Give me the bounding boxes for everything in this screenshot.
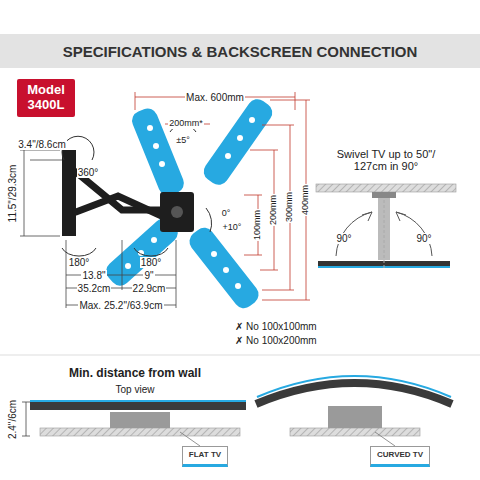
divider bbox=[0, 355, 480, 356]
node-text: Model 3400L bbox=[23, 83, 69, 113]
dimension-label: 2.4"/6cm bbox=[8, 398, 19, 439]
swing-arm bbox=[76, 172, 168, 218]
dimension-lines bbox=[20, 150, 176, 308]
spec-label: 180° bbox=[68, 257, 91, 268]
spec-label: Max. 600mm bbox=[185, 92, 245, 103]
header-title: SPECIFICATIONS & BACKSCREEN CONNECTION bbox=[63, 43, 418, 60]
curved-tv-tag: CURVED TV bbox=[370, 446, 430, 467]
header-band bbox=[0, 34, 480, 68]
spec-label: 90° bbox=[415, 233, 432, 244]
curved-tv-topview bbox=[256, 376, 452, 436]
dimension-label: 400mm bbox=[301, 184, 311, 216]
spec-label: ✗ No 100x200mm bbox=[234, 335, 317, 346]
node-text: FLAT TV bbox=[189, 450, 221, 459]
spec-label: 360° bbox=[77, 167, 100, 178]
dimension-label: 100mm bbox=[253, 209, 263, 241]
dimension-label: 11.5"/29.3cm bbox=[8, 163, 19, 223]
spec-label: Top view bbox=[115, 384, 156, 395]
spec-label: 200mm* bbox=[168, 119, 204, 129]
dimension-label: 300mm bbox=[285, 191, 295, 223]
spec-label: Max. 25.2"/63.9cm bbox=[78, 300, 163, 311]
spec-label: 3.4"/8.6cm bbox=[17, 139, 66, 150]
spec-label: 0° bbox=[221, 209, 232, 219]
wall-plate bbox=[62, 150, 76, 236]
spec-label: 22.9cm bbox=[132, 283, 167, 294]
dimension-label: 200mm bbox=[269, 194, 279, 226]
spec-label: Min. distance from wall bbox=[68, 367, 202, 380]
flat-tv-topview bbox=[30, 400, 246, 436]
swivel-arcs bbox=[336, 200, 432, 270]
tv-bracket bbox=[160, 192, 194, 232]
spec-label: ✗ No 100x100mm bbox=[234, 321, 317, 332]
spec-label: 9" bbox=[143, 270, 154, 281]
vesa-dimensions bbox=[135, 92, 310, 300]
arm-holes bbox=[125, 117, 255, 289]
mount-plate bbox=[372, 192, 396, 198]
spec-label: Swivel TV up to 50"/ 127cm in 90° bbox=[325, 148, 447, 172]
model-badge: Model 3400L bbox=[17, 79, 75, 117]
wall-distance-dim bbox=[22, 402, 30, 436]
spec-label: 90° bbox=[335, 233, 352, 244]
wall bbox=[316, 184, 456, 192]
flat-tv-tag: FLAT TV bbox=[182, 446, 228, 467]
spec-label: 13.8" bbox=[81, 270, 106, 281]
tag-leaders bbox=[180, 432, 395, 446]
spec-label: 180° bbox=[140, 257, 163, 268]
spec-label: ±5° bbox=[175, 136, 191, 146]
node-text: CURVED TV bbox=[377, 450, 423, 459]
spec-label: 35.2cm bbox=[77, 283, 112, 294]
tilt-joint bbox=[171, 206, 183, 218]
rotation-arcs bbox=[62, 126, 212, 256]
spec-label: +10° bbox=[222, 223, 243, 233]
